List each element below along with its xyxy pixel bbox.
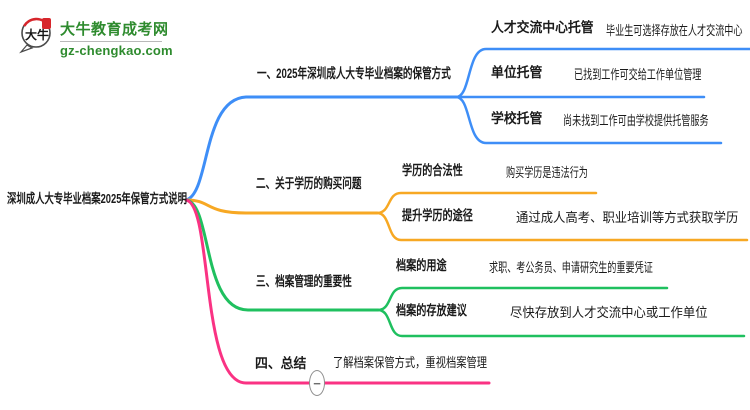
branch-1-main-line bbox=[184, 95, 458, 202]
branch-3-child-1-label[interactable]: 档案的用途 bbox=[396, 258, 447, 273]
branch-1-child-3-detail[interactable]: 尚未找到工作可由学校提供托管服务 bbox=[563, 113, 709, 128]
branch-1-child-2-detail[interactable]: 已找到工作可交给工作单位管理 bbox=[574, 67, 702, 82]
branch-4-header[interactable]: 四、总结 bbox=[255, 356, 307, 371]
site-logo[interactable]: 大牛 大牛教育成考网 gz-chengkao.com bbox=[18, 14, 173, 58]
branch-3-child-2-label[interactable]: 档案的存放建议 bbox=[396, 303, 467, 318]
branch-4-main-line bbox=[184, 198, 491, 385]
branch-3-child-2-line bbox=[376, 308, 746, 338]
site-url: gz-chengkao.com bbox=[60, 43, 173, 58]
branch-2-main-line bbox=[184, 198, 379, 215]
branch-2-child-2-label[interactable]: 提升学历的途径 bbox=[402, 208, 473, 223]
branch-2-child-2-line bbox=[375, 211, 749, 242]
branch-3-main-line bbox=[184, 198, 380, 312]
logo-text-block: 大牛教育成考网 gz-chengkao.com bbox=[60, 18, 173, 58]
site-name: 大牛教育成考网 bbox=[60, 21, 169, 38]
branch-3-child-1-line bbox=[376, 286, 669, 312]
branch-1-child-1-detail[interactable]: 毕业生可选择存放在人才交流中心 bbox=[606, 23, 743, 38]
logo-seal-icon bbox=[42, 18, 51, 29]
branch-1-child-3-label[interactable]: 学校托管 bbox=[491, 111, 543, 126]
branch-3-child-1-detail[interactable]: 求职、考公务员、申请研究生的重要凭证 bbox=[489, 260, 653, 275]
branch-1-child-1-line bbox=[454, 47, 750, 99]
branch-4-detail[interactable]: 了解档案保管方式，重视档案管理 bbox=[333, 355, 488, 370]
branch-1-child-3-line bbox=[454, 95, 723, 145]
branch-1-child-2-label[interactable]: 单位托管 bbox=[491, 65, 543, 80]
branch-1-child-1-label[interactable]: 人才交流中心托管 bbox=[491, 20, 594, 35]
branch-2-child-2-detail[interactable]: 通过成人高考、职业培训等方式获取学历 bbox=[516, 210, 739, 225]
logo-divider bbox=[60, 41, 162, 42]
branch-2-child-1-line bbox=[375, 191, 598, 215]
branch-3-child-2-detail[interactable]: 尽快存放到人才交流中心或工作单位 bbox=[510, 305, 708, 320]
branch-2-header[interactable]: 二、关于学历的购买问题 bbox=[256, 176, 362, 191]
daniu-logo-icon: 大牛 bbox=[19, 17, 51, 54]
branch-1-header[interactable]: 一、2025年深圳成人大专毕业档案的保管方式 bbox=[257, 66, 451, 81]
root-node[interactable]: 深圳成人大专毕业档案2025年保管方式说明 bbox=[7, 191, 187, 206]
branch-2-child-1-label[interactable]: 学历的合法性 bbox=[402, 163, 463, 178]
branch-2-child-1-detail[interactable]: 购买学历是违法行为 bbox=[506, 165, 588, 180]
logo-icon-text: 大牛 bbox=[25, 27, 49, 42]
branch-4-collapse-button[interactable]: − bbox=[309, 370, 325, 396]
branch-3-header[interactable]: 三、档案管理的重要性 bbox=[256, 274, 352, 289]
